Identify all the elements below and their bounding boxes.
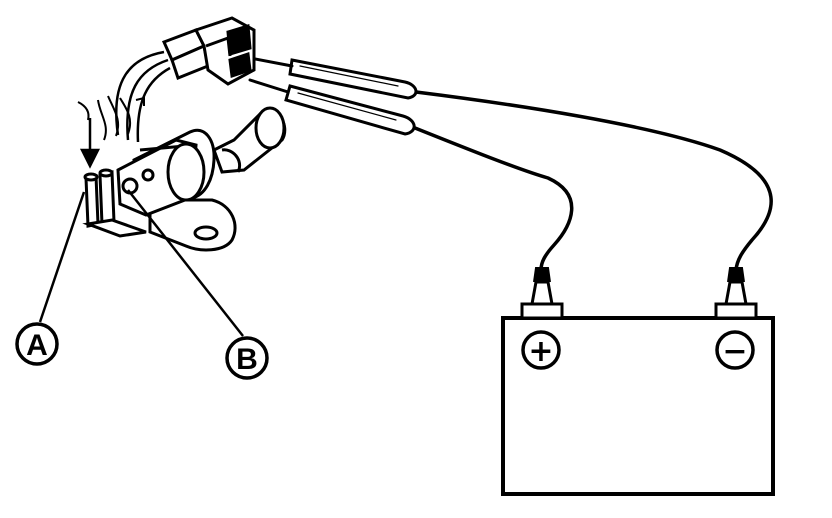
positive-symbol: +	[528, 334, 553, 369]
solenoid-valve	[116, 106, 287, 252]
negative-jumper-wire	[414, 90, 773, 272]
battery: + −	[501, 267, 775, 496]
upper-probe	[248, 56, 418, 100]
air-nozzle	[84, 174, 100, 228]
wiring-connector	[161, 16, 256, 86]
leader-line-b	[127, 189, 244, 337]
harness-wires	[115, 50, 171, 143]
airflow-indicator	[77, 95, 145, 169]
positive-terminal	[520, 267, 564, 320]
leader-line-a	[38, 191, 86, 323]
positive-mark: +	[521, 330, 561, 370]
negative-symbol: −	[722, 334, 747, 369]
callout-b-label: B	[236, 343, 258, 376]
positive-jumper-wire	[408, 124, 574, 272]
leader-lines	[38, 189, 244, 337]
jumper-wires	[248, 56, 773, 272]
callout-b: B	[225, 336, 269, 380]
air-port	[82, 168, 147, 238]
callout-a: A	[15, 322, 59, 366]
negative-terminal	[714, 267, 758, 320]
negative-mark: −	[715, 330, 755, 370]
callout-a-label: A	[26, 329, 48, 362]
lower-probe	[248, 78, 416, 136]
